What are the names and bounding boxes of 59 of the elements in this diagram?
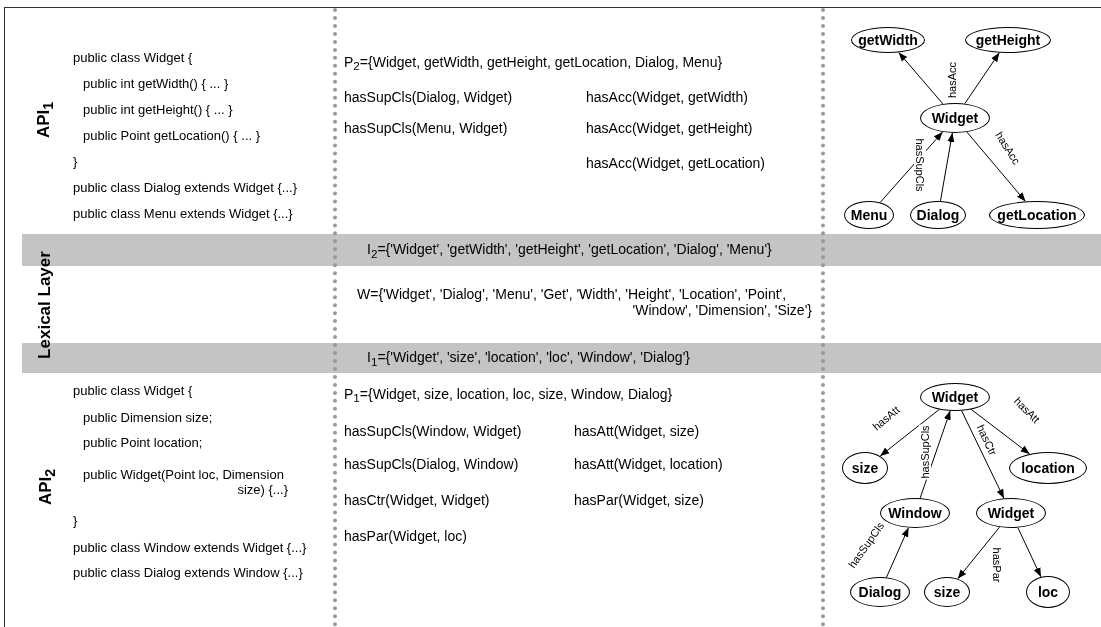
code-line: public class Widget { [73, 49, 193, 65]
class-ellipse: location [1009, 452, 1087, 484]
fact-text: hasPar(Widget, loc) [344, 528, 467, 544]
fact-text: hasAcc(Widget, getWidth) [586, 89, 748, 105]
set-text: I$_{1}$={'Widget', 'size', 'location', 'loc', 'Window', 'Dialog'} [367, 348, 690, 368]
fact-text: hasCtr(Widget, Widget) [344, 492, 490, 508]
fact-text: hasAcc(Widget, getHeight) [586, 120, 753, 136]
code-line: public Dimension size; [83, 409, 213, 425]
arrow [964, 52, 1000, 105]
fact-text: hasSupCls(Window, Widget) [344, 423, 522, 439]
fact-text: W={'Widget', 'Dialog', 'Menu', 'Get', 'Width', 'Height', 'Location', 'Point', 'Window', 'Dimension', 'Size'} [357, 286, 812, 318]
fact-text: hasAtt(Widget, size) [574, 423, 700, 439]
edge-label: hasPar [991, 546, 1003, 584]
arrow [898, 51, 944, 105]
class-ellipse: Widget [920, 383, 990, 411]
edge-label: hasSupCls [914, 137, 926, 193]
arrow [966, 131, 1026, 202]
class-ellipse: getLocation [989, 201, 1085, 229]
class-ellipse: size [842, 452, 888, 484]
arrow [879, 409, 940, 457]
code-line: } [73, 512, 78, 528]
code-line: public class Dialog extends Window {...} [73, 564, 303, 580]
arrow [957, 526, 1000, 580]
class-ellipse: getHeight [965, 27, 1051, 53]
class-ellipse: Menu [844, 201, 894, 229]
fact-text: P$_{2}$={Widget, getWidth, getHeight, getLocation, Dialog, Menu} [344, 53, 723, 73]
code-line: } [73, 153, 78, 169]
class-ellipse: loc [1026, 576, 1070, 608]
fact-text: hasSupCls(Dialog, Window) [344, 456, 519, 472]
code-line: public class Widget { [73, 382, 193, 398]
arrow [1017, 527, 1042, 578]
arrow [961, 410, 1005, 499]
code-line: public int getHeight() { ... } [83, 101, 233, 117]
arrow [939, 132, 955, 202]
fact-text: hasAtt(Widget, location) [574, 456, 723, 472]
class-ellipse: Dialog [910, 201, 966, 229]
edge-label: hasAcc [946, 60, 958, 100]
class-ellipse: size [924, 577, 970, 607]
class-ellipse: Widget [976, 498, 1046, 528]
code-line: public class Dialog extends Widget {...} [73, 179, 297, 195]
code-line: public Widget(Point loc, Dimension size) {...} [83, 467, 288, 497]
arrow [919, 410, 951, 499]
set-text: I$_{2}$={'Widget', 'getWidth', 'getHeight', 'getLocation', 'Dialog', 'Menu'} [367, 240, 772, 260]
fact-text: hasPar(Widget, size) [574, 492, 704, 508]
class-ellipse: Dialog [850, 577, 910, 607]
arrow [886, 527, 909, 578]
code-line: public Point getLocation() { ... } [83, 127, 261, 143]
code-line: public Point location; [83, 434, 203, 450]
fact-text: hasAcc(Widget, getLocation) [586, 155, 765, 171]
code-line: public class Menu extends Widget {...} [73, 205, 293, 221]
section-label: Lexical Layer [35, 251, 55, 359]
class-ellipse: getWidth [851, 27, 925, 53]
fact-text: P$_{1}$={Widget, size, location, loc, size, Window, Dialog} [344, 385, 673, 405]
code-line: public class Window extends Widget {...} [73, 539, 307, 555]
code-line: public int getWidth() { ... } [83, 75, 229, 91]
fact-text: hasSupCls(Dialog, Widget) [344, 89, 513, 105]
class-ellipse: Widget [920, 103, 990, 133]
fact-text: hasSupCls(Menu, Widget) [344, 120, 508, 136]
edge-label: hasSupCls [919, 424, 931, 480]
